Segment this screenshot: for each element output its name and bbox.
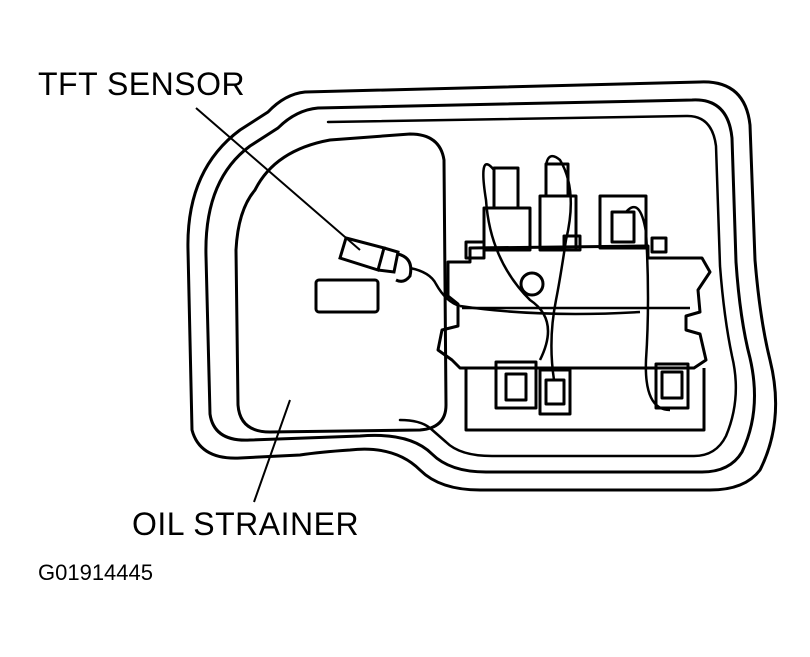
wire-clamp <box>519 271 545 297</box>
tft-sensor-label: TFT SENSOR <box>38 66 246 102</box>
solenoid-3 <box>598 194 648 250</box>
strainer-inlet <box>314 278 380 314</box>
valve-body-shape <box>436 154 712 432</box>
solenoid-6 <box>654 362 690 410</box>
solenoid-4 <box>494 360 538 410</box>
solenoid-5 <box>538 368 572 416</box>
pan-outer-outline <box>186 80 778 492</box>
figure-code: G01914445 <box>38 560 153 585</box>
tft-sensor-shape <box>338 236 461 308</box>
pan-inner-outline <box>204 98 756 474</box>
oil-strainer-label: OIL STRAINER <box>132 506 360 542</box>
oil-strainer-leader-line <box>253 399 291 503</box>
pan-flange <box>326 114 738 458</box>
oil-strainer-shape <box>234 132 448 434</box>
tft-leader-line <box>195 107 361 251</box>
